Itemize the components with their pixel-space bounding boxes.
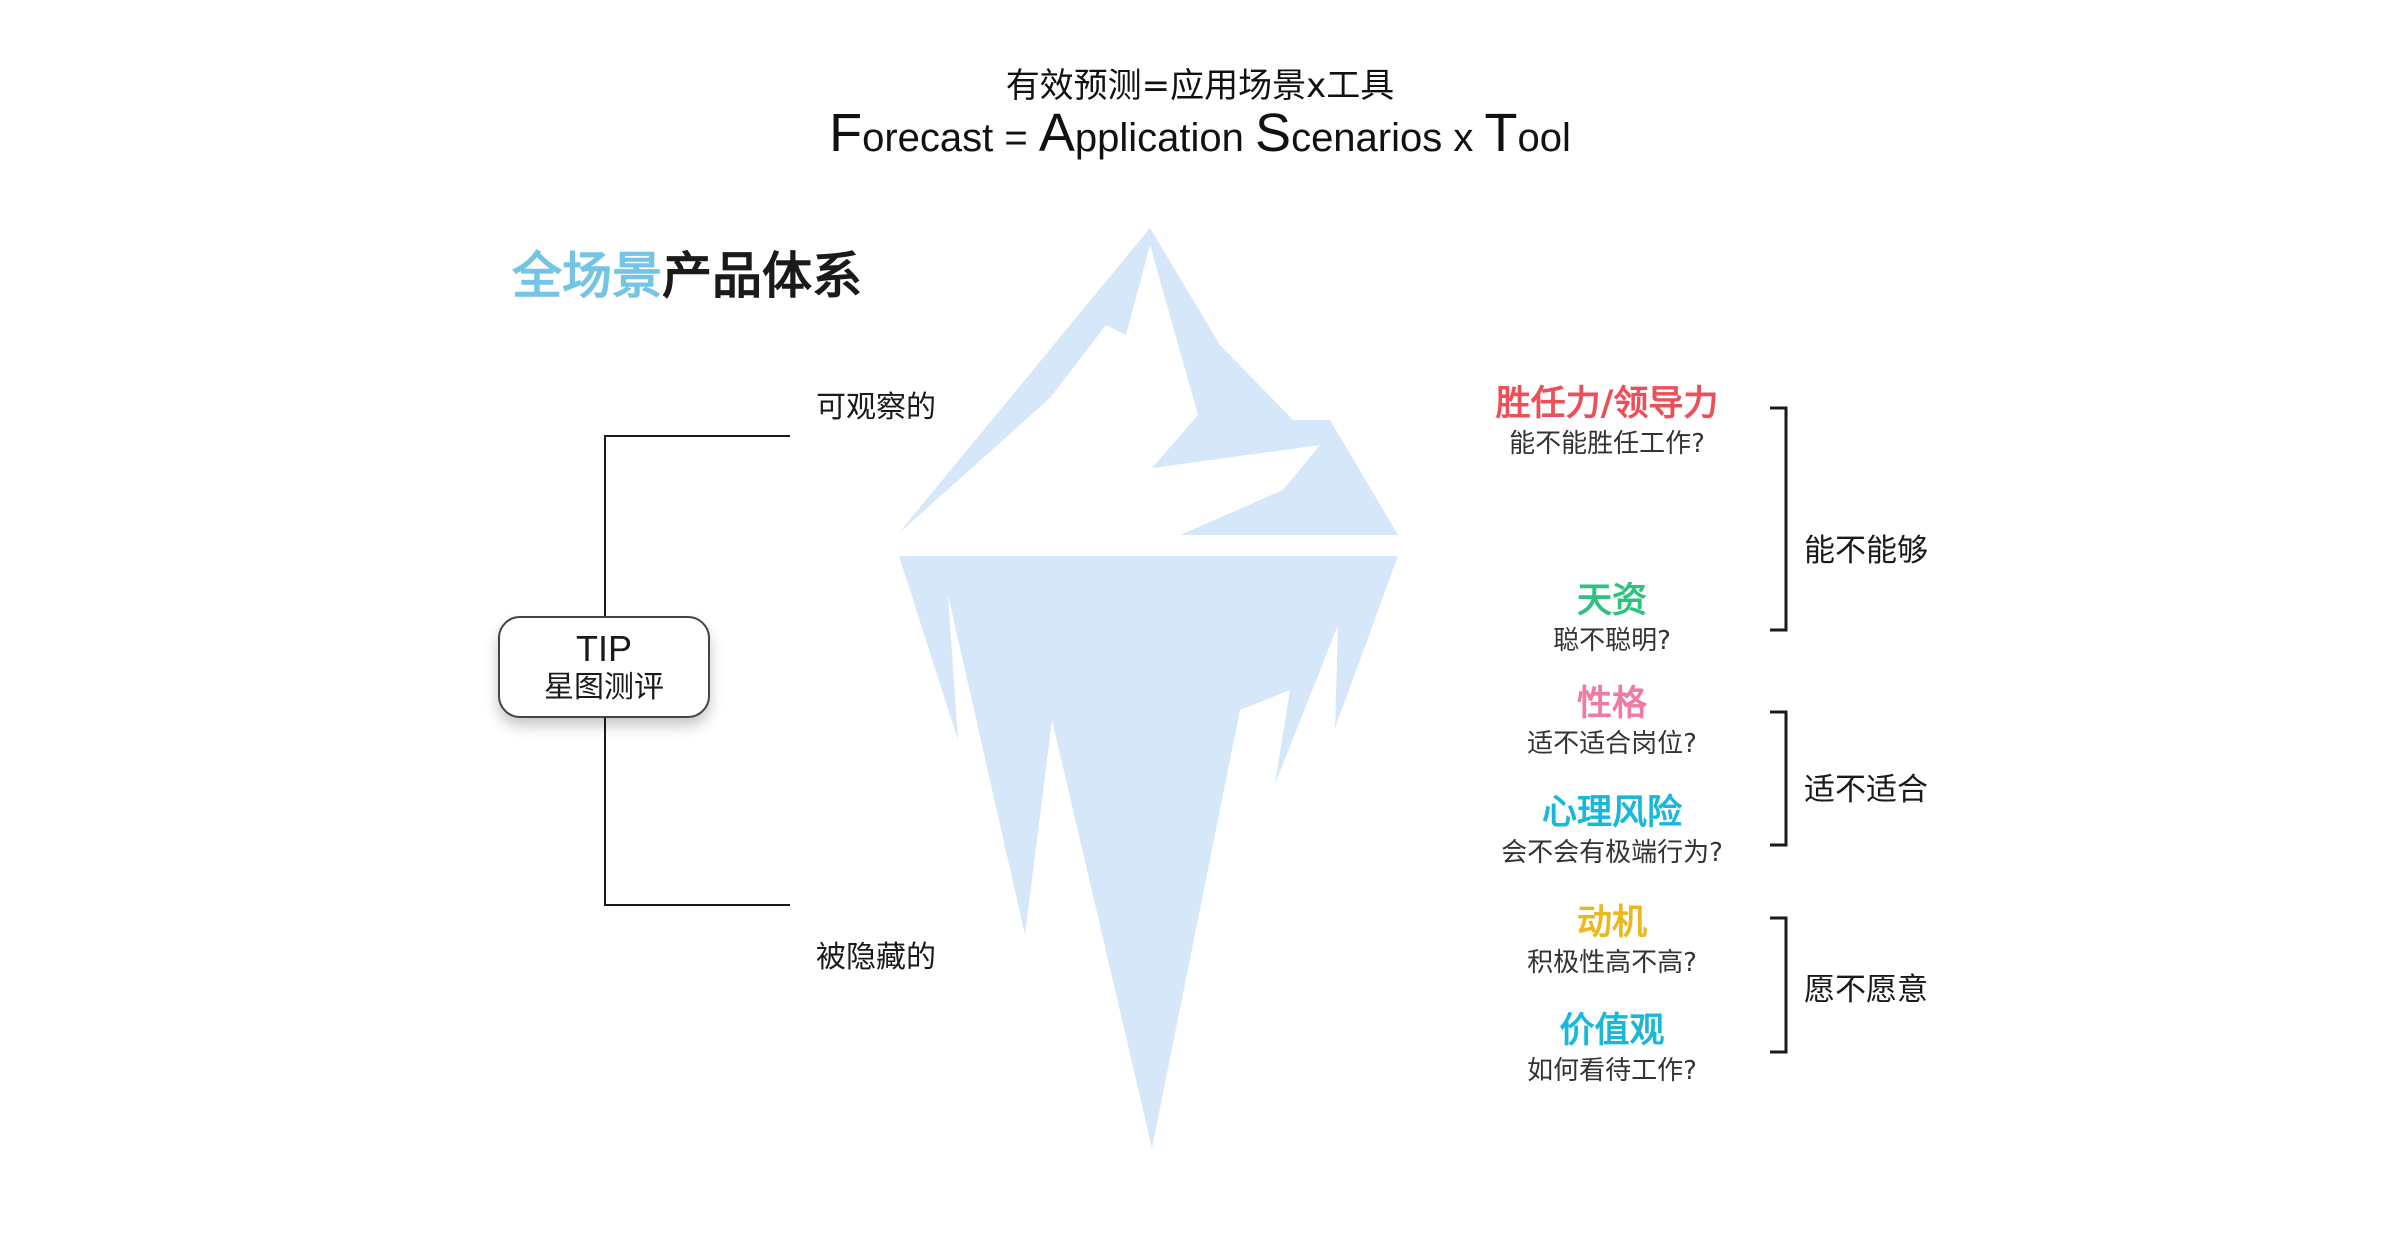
title-en-letter-t: T [1484,103,1518,163]
trait-name: 天资 [1576,581,1647,621]
trait-motivation: 动机 积极性高不高? [1432,902,1792,980]
trait-question: 适不适合岗位? [1527,729,1697,759]
title-english: Forecast = Application Scenarios x Tool [0,102,2400,164]
tip-title: TIP [575,628,632,669]
trait-name: 价值观 [1559,1011,1665,1051]
title-en-word-tool: ool [1517,116,1571,160]
trait-psych-risk: 心理风险 会不会有极端行为? [1432,792,1792,870]
trait-question: 如何看待工作? [1527,1056,1697,1086]
trait-question: 能不能胜任工作? [1509,429,1705,459]
title-chinese: 有效预测=应用场景x工具 [1005,66,1395,106]
trait-name: 心理风险 [1541,793,1682,833]
bracket-willingness [1770,916,1788,1054]
title-en-word-application: pplication [1074,116,1256,160]
iceberg [898,228,1398,1148]
trait-aptitude: 天资 聪不聪明? [1432,580,1792,658]
section-title-highlight: 全场景 [512,247,662,305]
iceberg-body [899,556,1398,1148]
trait-name: 胜任力/领导力 [1495,384,1719,424]
bracket-fit [1770,710,1788,847]
group-label-ability: 能不能够 [1804,533,1928,569]
trait-name: 动机 [1576,903,1647,943]
section-title-rest: 产品体系 [662,247,862,305]
trait-competency: 胜任力/领导力 能不能胜任工作? [1427,383,1787,461]
trait-question: 积极性高不高? [1527,948,1697,978]
trait-question: 会不会有极端行为? [1501,838,1723,868]
label-hidden: 被隐藏的 [816,940,936,975]
title-en-letter-a: A [1038,103,1075,163]
trait-name: 性格 [1576,684,1647,724]
title-en-letter-f: F [829,103,863,163]
brackets [1770,406,1788,1054]
left-connector [604,435,790,906]
title-en-letter-s: S [1255,103,1292,163]
title-en-word-scenarios: cenarios x [1291,116,1485,160]
label-observable: 可观察的 [816,390,936,425]
group-label-willingness: 愿不愿意 [1804,972,1928,1008]
connector-hidden [604,718,790,906]
tip-subtitle: 星图测评 [544,670,664,705]
trait-values: 价值观 如何看待工作? [1432,1010,1792,1088]
group-label-fit: 适不适合 [1804,772,1928,808]
iceberg-tip [898,228,1398,535]
trait-question: 聪不聪明? [1553,626,1671,656]
section-title: 全场景产品体系 [512,236,862,308]
tip-box: TIP 星图测评 [498,616,710,718]
trait-personality: 性格 适不适合岗位? [1432,683,1792,761]
title-en-word-forecast: orecast = [862,116,1039,160]
bracket-ability [1770,406,1788,632]
connector-visible [604,435,790,618]
